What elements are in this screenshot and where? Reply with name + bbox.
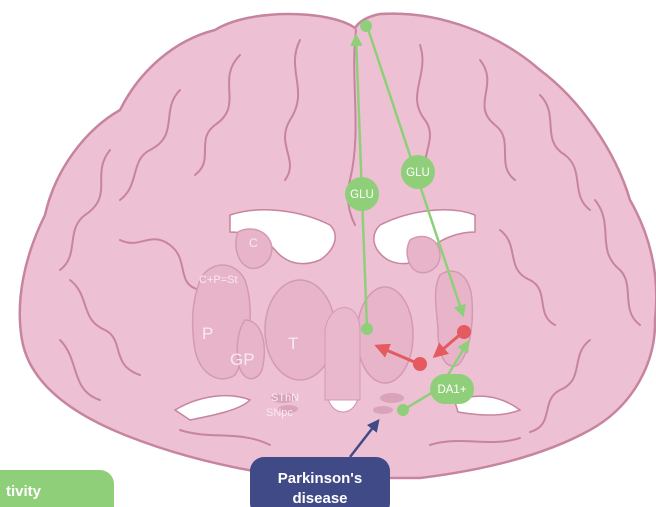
label-thalamus: T bbox=[288, 334, 298, 353]
striatum-node bbox=[361, 323, 373, 335]
label-subthalamic-nucleus: SThN bbox=[271, 392, 299, 404]
da-label: DA1+ bbox=[437, 384, 466, 396]
substantia-nigra-node bbox=[397, 404, 409, 416]
cortex-node bbox=[360, 20, 372, 32]
right-caudate-shape bbox=[407, 236, 440, 272]
activity-label: tivity bbox=[6, 483, 42, 500]
label-globus-pallidus: GP bbox=[230, 350, 255, 369]
parkinsons-label-line2: disease bbox=[292, 490, 347, 507]
right-sthn-nucleus bbox=[380, 393, 404, 403]
midline-stem bbox=[325, 308, 360, 401]
activity-callout: tivity bbox=[0, 470, 114, 507]
label-striatum: C+P=St bbox=[199, 274, 238, 286]
parkinsons-label-line1: Parkinson's bbox=[278, 470, 362, 487]
right-snpc-nucleus bbox=[373, 406, 393, 414]
glu-diagonal-label: GLU bbox=[406, 167, 430, 179]
label-caudate: C bbox=[249, 236, 258, 250]
label-substantia-nigra: SNpc bbox=[266, 407, 293, 419]
red-node-lower bbox=[413, 357, 427, 371]
glu-vertical-label: GLU bbox=[350, 189, 374, 201]
red-node-upper bbox=[457, 325, 471, 339]
label-putamen: P bbox=[202, 324, 213, 343]
